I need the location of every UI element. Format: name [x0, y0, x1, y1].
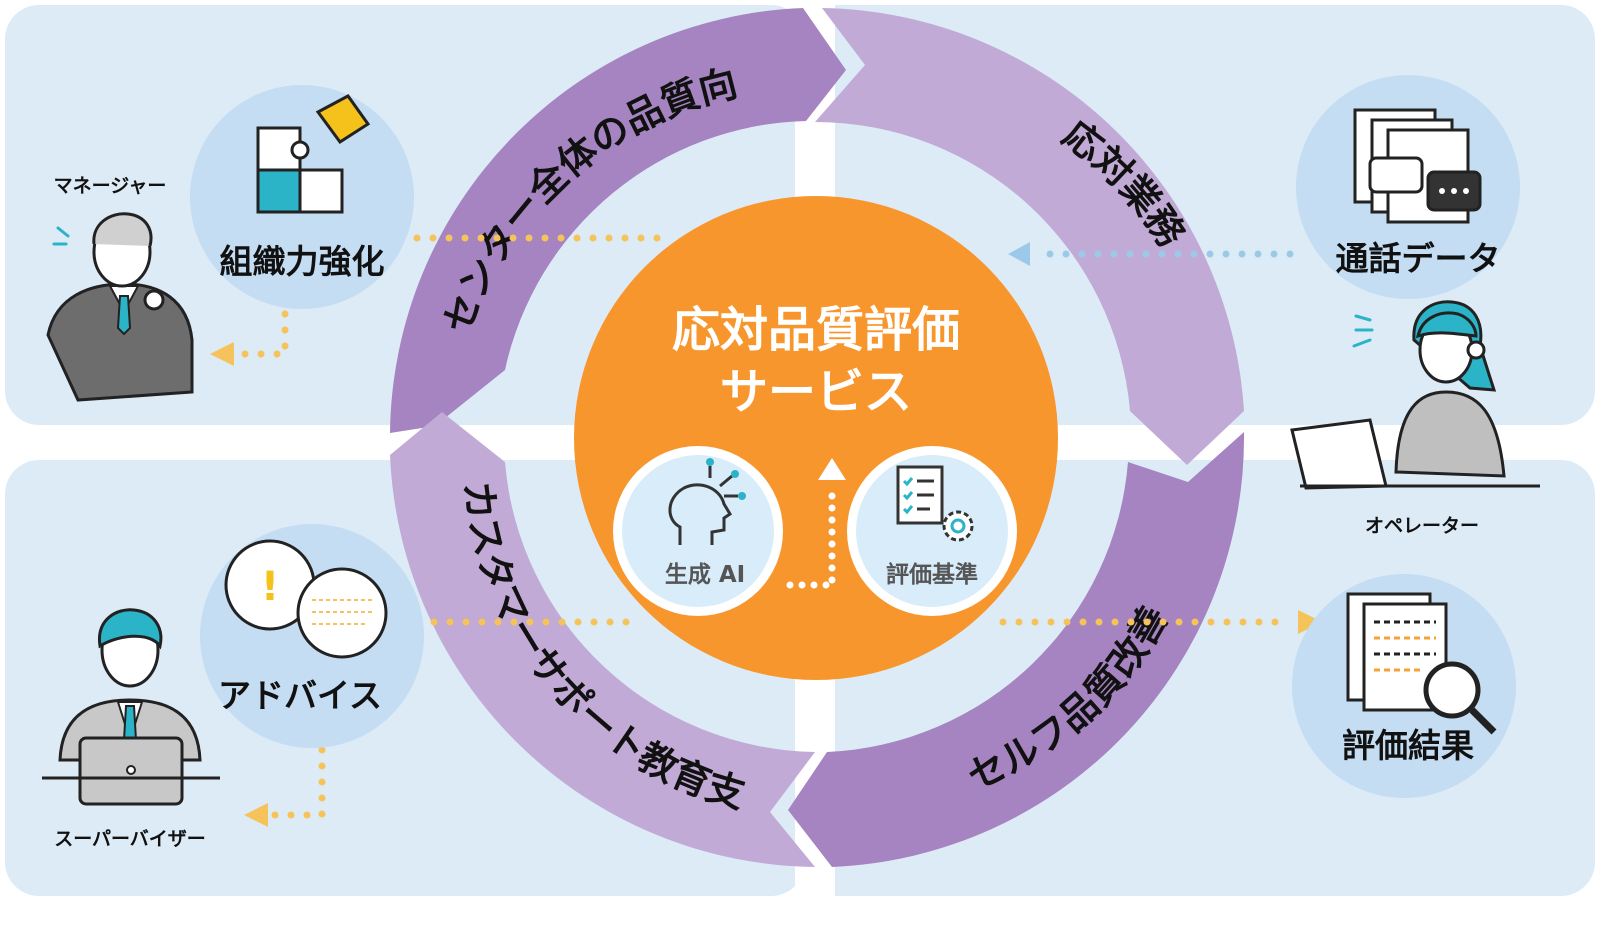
headset-icon — [1466, 340, 1486, 360]
ai-circle: 生成 AI — [613, 446, 783, 616]
center-title-line1: 応対品質評価 — [672, 302, 960, 358]
manager-label: マネージャー — [54, 175, 167, 197]
center-title-line2: サービス — [720, 364, 912, 420]
operator-sound-marks — [1352, 314, 1374, 348]
node-results-label: 評価結果 — [1342, 726, 1474, 765]
puzzle-icon — [256, 94, 371, 214]
svg-text:!: ! — [261, 564, 279, 610]
center-circle — [574, 196, 1058, 680]
node-call-data: 通話データ — [1296, 75, 1520, 299]
ai-label: 生成 AI — [665, 562, 745, 588]
operator-figure — [1290, 300, 1540, 490]
call-documents-icon — [1353, 108, 1482, 224]
supervisor-figure — [42, 608, 220, 806]
supervisor-label: スーパーバイザー — [54, 828, 206, 850]
node-org: 組織力強化 — [190, 85, 414, 309]
arrow-top-right — [815, 8, 1244, 465]
node-org-label: 組織力強化 — [220, 242, 385, 281]
speech-bubbles-icon: ! — [224, 539, 388, 659]
arrowhead-results — [1298, 610, 1322, 634]
arrowhead-manager — [210, 342, 234, 366]
inner-flow-arrow — [786, 458, 846, 589]
arrowhead-supervisor — [244, 803, 268, 827]
arrowhead-call-data — [1008, 242, 1030, 266]
operator-label: オペレーター — [1365, 515, 1479, 537]
checklist-gear-icon — [896, 465, 974, 542]
arrow-bottom-right — [788, 432, 1245, 867]
arrow-bottom-left — [390, 412, 815, 867]
node-call-data-label: 通話データ — [1336, 239, 1501, 278]
criteria-label: 評価基準 — [886, 561, 978, 588]
operator-suit — [1394, 390, 1506, 478]
manager-figure — [46, 212, 194, 402]
node-results: 評価結果 — [1292, 574, 1516, 798]
manager-thought-marks — [52, 226, 70, 246]
arrow-top-left — [390, 8, 846, 433]
operator-laptop — [1290, 418, 1388, 490]
criteria-circle: 評価基準 — [847, 446, 1017, 616]
node-advice: ! アドバイス — [200, 524, 424, 748]
node-advice-label: アドバイス — [218, 676, 382, 715]
ai-head-icon — [668, 458, 746, 545]
report-magnifier-icon — [1346, 592, 1497, 735]
